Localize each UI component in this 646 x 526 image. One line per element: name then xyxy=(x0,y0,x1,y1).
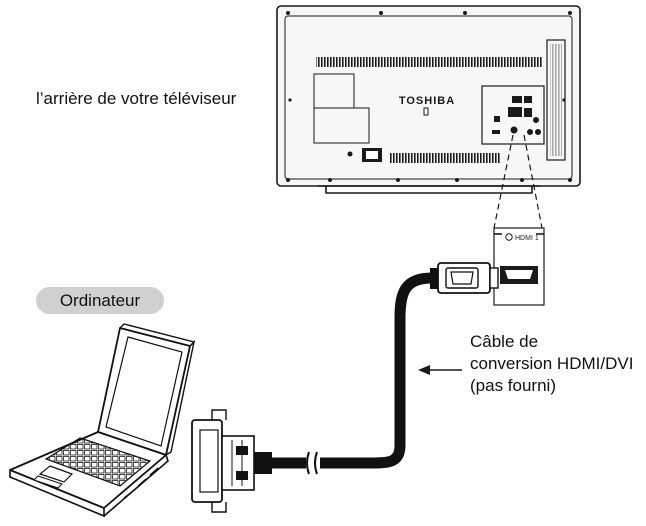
computer-badge: Ordinateur xyxy=(36,287,164,314)
cable-caption: Câble de conversion HDMI/DVI (pas fourni… xyxy=(470,331,642,397)
cable-caption-line-1: Câble de xyxy=(470,332,539,351)
cable-caption-line-2: conversion HDMI/DVI xyxy=(470,354,634,373)
laptop-keyboard xyxy=(44,437,152,487)
hdmi-port-closeup: HDMI 1 xyxy=(493,227,545,306)
tv-vent-side xyxy=(546,39,566,161)
tv-terminal-panel xyxy=(481,85,545,145)
dvi-plug xyxy=(191,409,272,513)
zoom-guide-lines xyxy=(493,134,543,229)
laptop-computer xyxy=(9,323,196,518)
tv-inner-panel xyxy=(284,15,573,180)
cable-pointer-arrow xyxy=(418,365,462,375)
tv-stand xyxy=(325,186,533,194)
hdmi-plug xyxy=(430,262,499,294)
tv-brand-logo: TOSHIBA xyxy=(399,95,455,107)
tv-vent-top xyxy=(316,57,542,67)
tv-terminals xyxy=(492,96,541,135)
tv-screws xyxy=(286,11,572,182)
cable-caption-line-3: (pas fourni) xyxy=(470,376,556,395)
tv-vent-bottom xyxy=(390,153,500,163)
laptop-touchpad xyxy=(38,465,74,483)
hdmi-dvi-cable xyxy=(191,262,499,513)
tv-back-caption: l’arrière de votre téléviseur xyxy=(36,89,237,108)
hdmi-port-label: HDMI 1 xyxy=(515,235,539,242)
laptop-screen xyxy=(105,336,183,447)
tv-back: TOSHIBA xyxy=(276,5,581,194)
tv-panel-left-bottom xyxy=(313,107,370,144)
cable-line xyxy=(244,272,438,469)
